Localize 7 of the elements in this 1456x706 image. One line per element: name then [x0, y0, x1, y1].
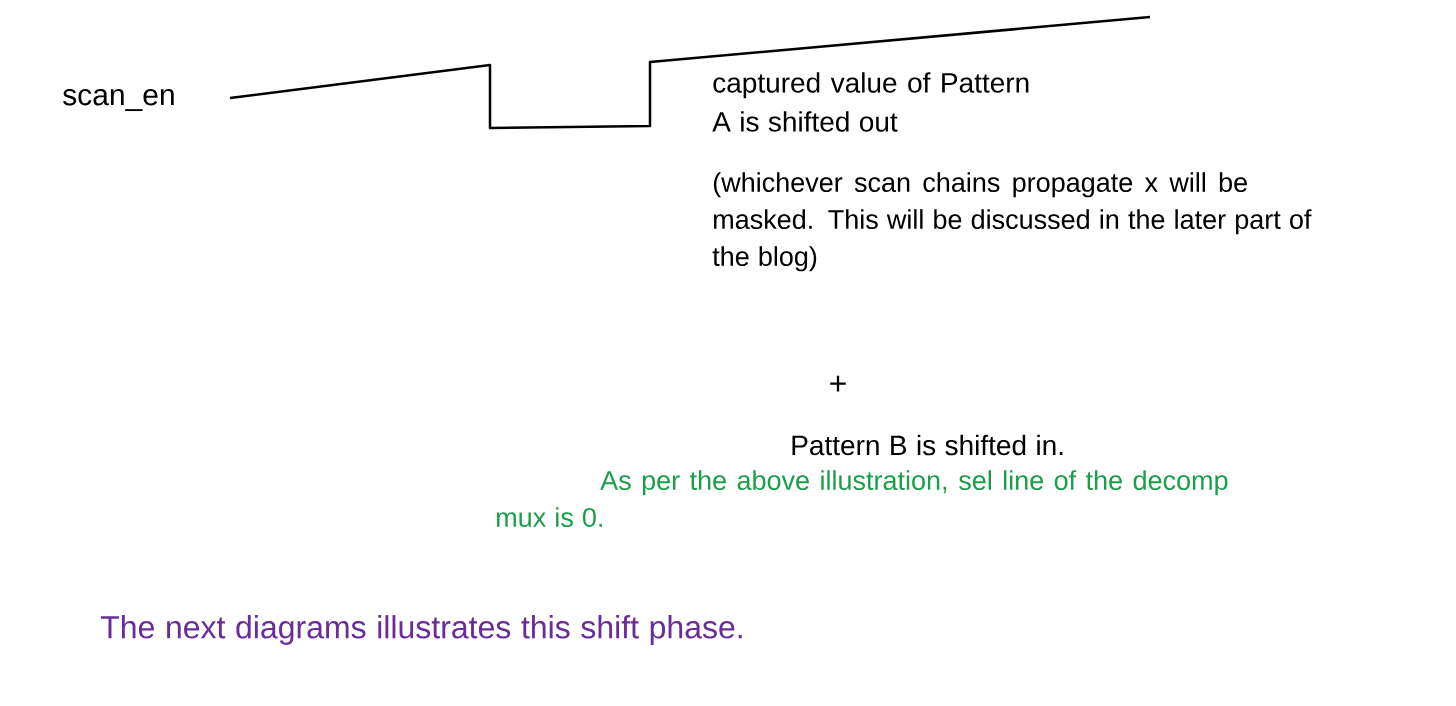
handwritten-note: (whichever scan chains propagate x will be masked. This will be discussed in the later part of the blog)	[712, 172, 1312, 272]
handwritten-note: Pattern B is shifted in.	[792, 434, 1063, 456]
handwritten-note: As per the above illustration, sel line of the decomp mux is 0.	[497, 470, 1228, 528]
handwritten-note: captured value of Pattern A is shifted out	[712, 72, 1029, 132]
handwritten-note: +	[830, 375, 846, 392]
handwritten-note: The next diagrams illustrates this shift phase.	[100, 615, 742, 645]
handwritten-note: scan_en	[63, 88, 174, 112]
